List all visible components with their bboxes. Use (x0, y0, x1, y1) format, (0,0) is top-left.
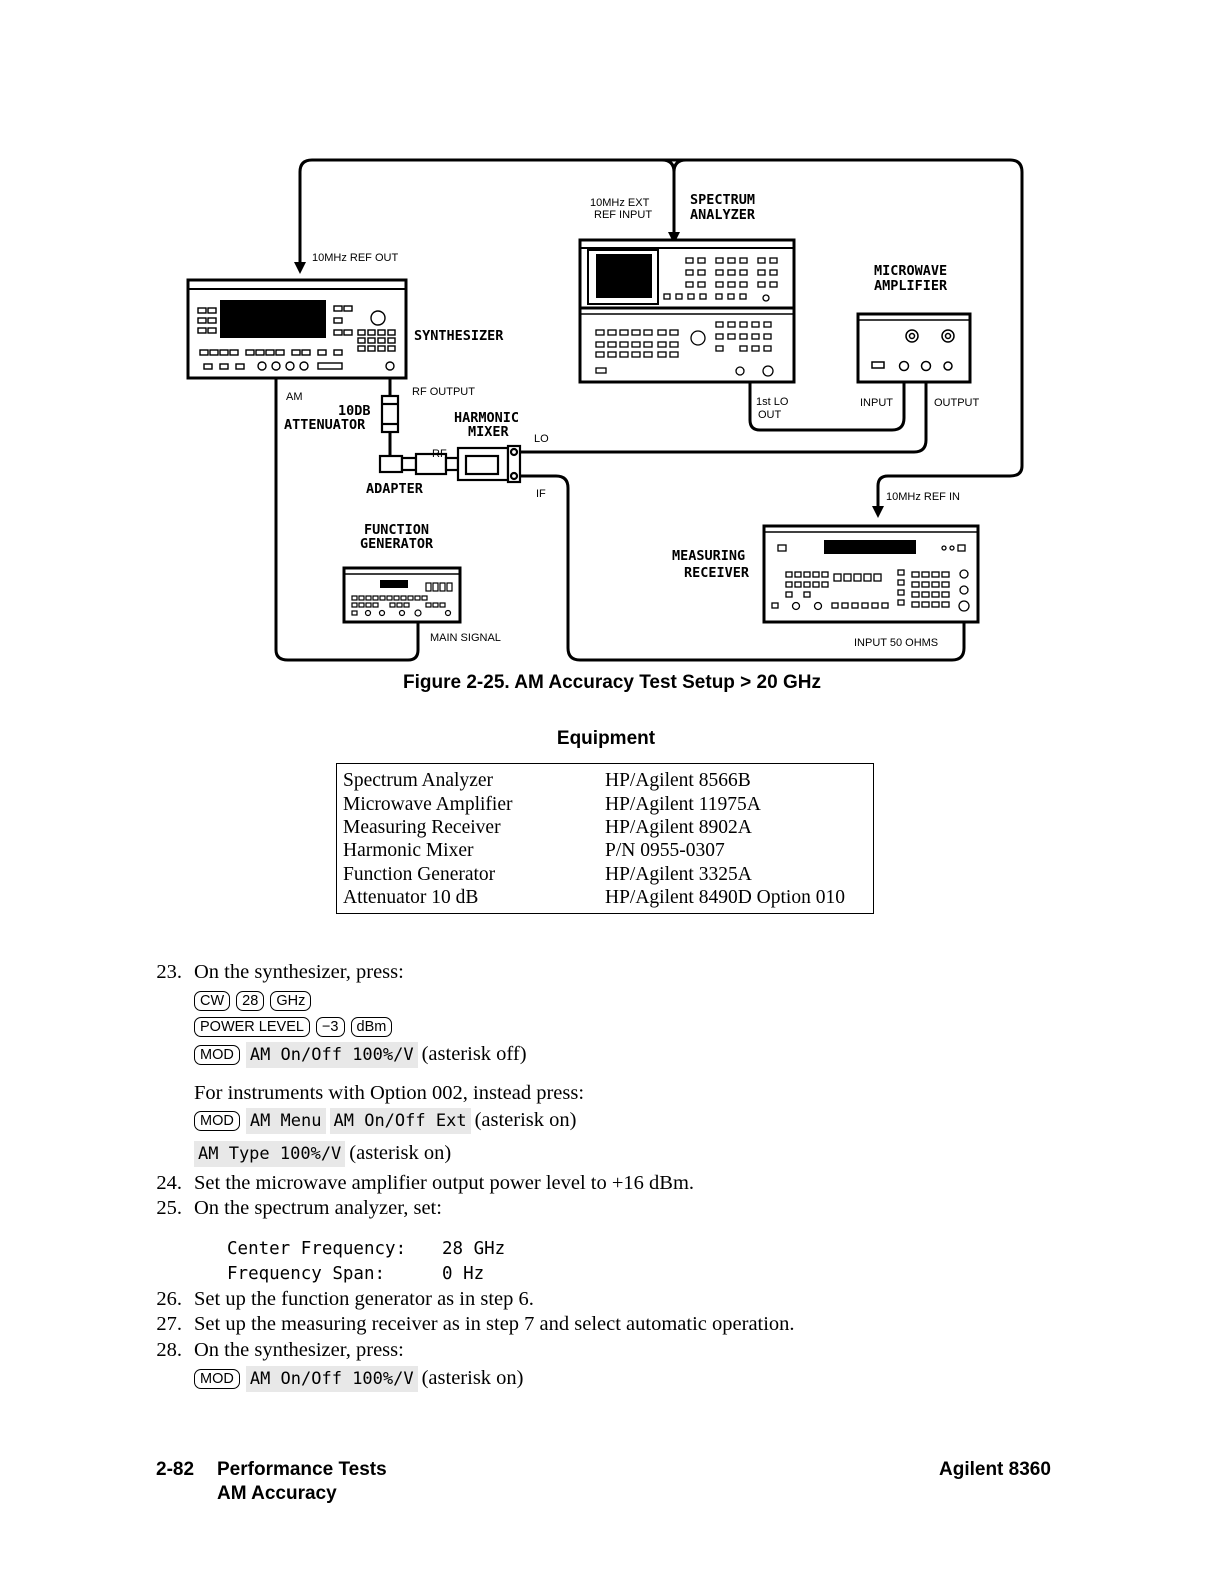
svg-text:RF: RF (432, 448, 447, 460)
synthesizer-instrument (186, 278, 408, 380)
svg-text:FUNCTION: FUNCTION (364, 522, 429, 538)
option-note: For instruments with Option 002, instead… (194, 1082, 585, 1104)
ref-cable (298, 158, 1024, 512)
if-cable (514, 474, 966, 662)
setting-label: Frequency Span: (227, 1264, 386, 1284)
spectrum-analyzer-instrument (578, 238, 796, 384)
mod-key: MOD (194, 1369, 240, 1390)
step-text: Set up the measuring receiver as in step… (194, 1313, 795, 1335)
svg-text:MEASURING: MEASURING (672, 548, 745, 564)
test-setup-diagram: 10MHz REF OUT 10MHz EXT REF INPUT AM RF … (186, 158, 1024, 662)
page-number: 2-82 (156, 1459, 195, 1480)
svg-text:SYNTHESIZER: SYNTHESIZER (414, 328, 504, 344)
section-title: Performance Tests (217, 1459, 387, 1480)
power-level-key: POWER LEVEL (194, 1017, 310, 1038)
svg-text:AM: AM (286, 391, 303, 403)
cw-key: CW (194, 991, 231, 1012)
subsection-title: AM Accuracy (217, 1483, 337, 1504)
attenuator-component (380, 394, 400, 434)
step-text: On the spectrum analyzer, set: (194, 1197, 442, 1219)
svg-text:MAIN SIGNAL: MAIN SIGNAL (430, 632, 501, 644)
adapter-component (378, 452, 448, 476)
step-text: Set up the function generator as in step… (194, 1288, 534, 1310)
lo-cable (514, 366, 928, 454)
svg-text:SPECTRUM: SPECTRUM (690, 192, 755, 208)
svg-text:ANALYZER: ANALYZER (690, 207, 756, 223)
microwave-amplifier-instrument (856, 312, 972, 384)
svg-text:LO: LO (534, 433, 549, 445)
svg-text:IF: IF (536, 488, 546, 500)
svg-text:RF OUTPUT: RF OUTPUT (412, 386, 475, 398)
svg-text:10MHz REF IN: 10MHz REF IN (886, 491, 960, 503)
setting-label: Center Frequency: (227, 1239, 407, 1259)
svg-text:AMPLIFIER: AMPLIFIER (874, 278, 948, 294)
ghz-key: GHz (270, 991, 312, 1012)
step-text: On the synthesizer, press: (194, 1339, 404, 1361)
softkey-am-onoff: AM On/Off 100%/V (245, 1366, 418, 1393)
svg-text:RECEIVER: RECEIVER (684, 565, 750, 581)
label-ref-out: 10MHz REF OUT (312, 252, 398, 264)
step-text: On the synthesizer, press: (194, 961, 404, 983)
step-text: Set the microwave amplifier output power… (194, 1172, 695, 1194)
figure-caption: Figure 2-25. AM Accuracy Test Setup > 20… (403, 672, 821, 693)
key-28: 28 (236, 991, 265, 1012)
svg-text:INPUT 50 OHMS: INPUT 50 OHMS (854, 637, 938, 649)
step-number: 23. (156, 961, 182, 983)
svg-text:1st LO: 1st LO (756, 396, 789, 408)
svg-text:HARMONIC: HARMONIC (454, 410, 519, 426)
softkey-am-onoff: AM On/Off 100%/V (245, 1042, 418, 1069)
svg-text:ATTENUATOR: ATTENUATOR (284, 417, 366, 433)
measuring-receiver-instrument (762, 524, 980, 624)
mod-key: MOD (194, 1111, 240, 1132)
svg-text:10MHz EXT: 10MHz EXT (590, 197, 650, 209)
am-cable (274, 370, 420, 662)
svg-text:GENERATOR: GENERATOR (360, 536, 434, 552)
svg-text:INPUT: INPUT (860, 397, 893, 409)
svg-text:MICROWAVE: MICROWAVE (874, 263, 947, 279)
svg-text:10DB: 10DB (338, 403, 371, 419)
harmonic-mixer-component (444, 444, 522, 484)
svg-text:MIXER: MIXER (468, 424, 510, 440)
svg-text:OUTPUT: OUTPUT (934, 397, 980, 409)
minus3-key: −3 (315, 1017, 345, 1038)
product-name: Agilent 8360 (939, 1459, 1051, 1480)
function-generator-instrument (342, 566, 462, 624)
softkey-am-menu: AM Menu (245, 1108, 326, 1135)
setting-value: 0 Hz (442, 1264, 485, 1284)
softkey-am-type: AM Type 100%/V (194, 1141, 346, 1168)
svg-text:ADAPTER: ADAPTER (366, 481, 424, 497)
svg-text:REF INPUT: REF INPUT (594, 209, 652, 221)
key-sequence: AM Type 100%/V(asterisk on) (194, 1141, 451, 1168)
mod-key: MOD (194, 1045, 240, 1066)
softkey-am-onoff-ext: AM On/Off Ext (329, 1108, 471, 1135)
setting-value: 28 GHz (442, 1239, 506, 1259)
svg-text:OUT: OUT (758, 409, 782, 421)
equipment-heading: Equipment (556, 728, 656, 749)
dbm-key: dBm (350, 1017, 393, 1038)
